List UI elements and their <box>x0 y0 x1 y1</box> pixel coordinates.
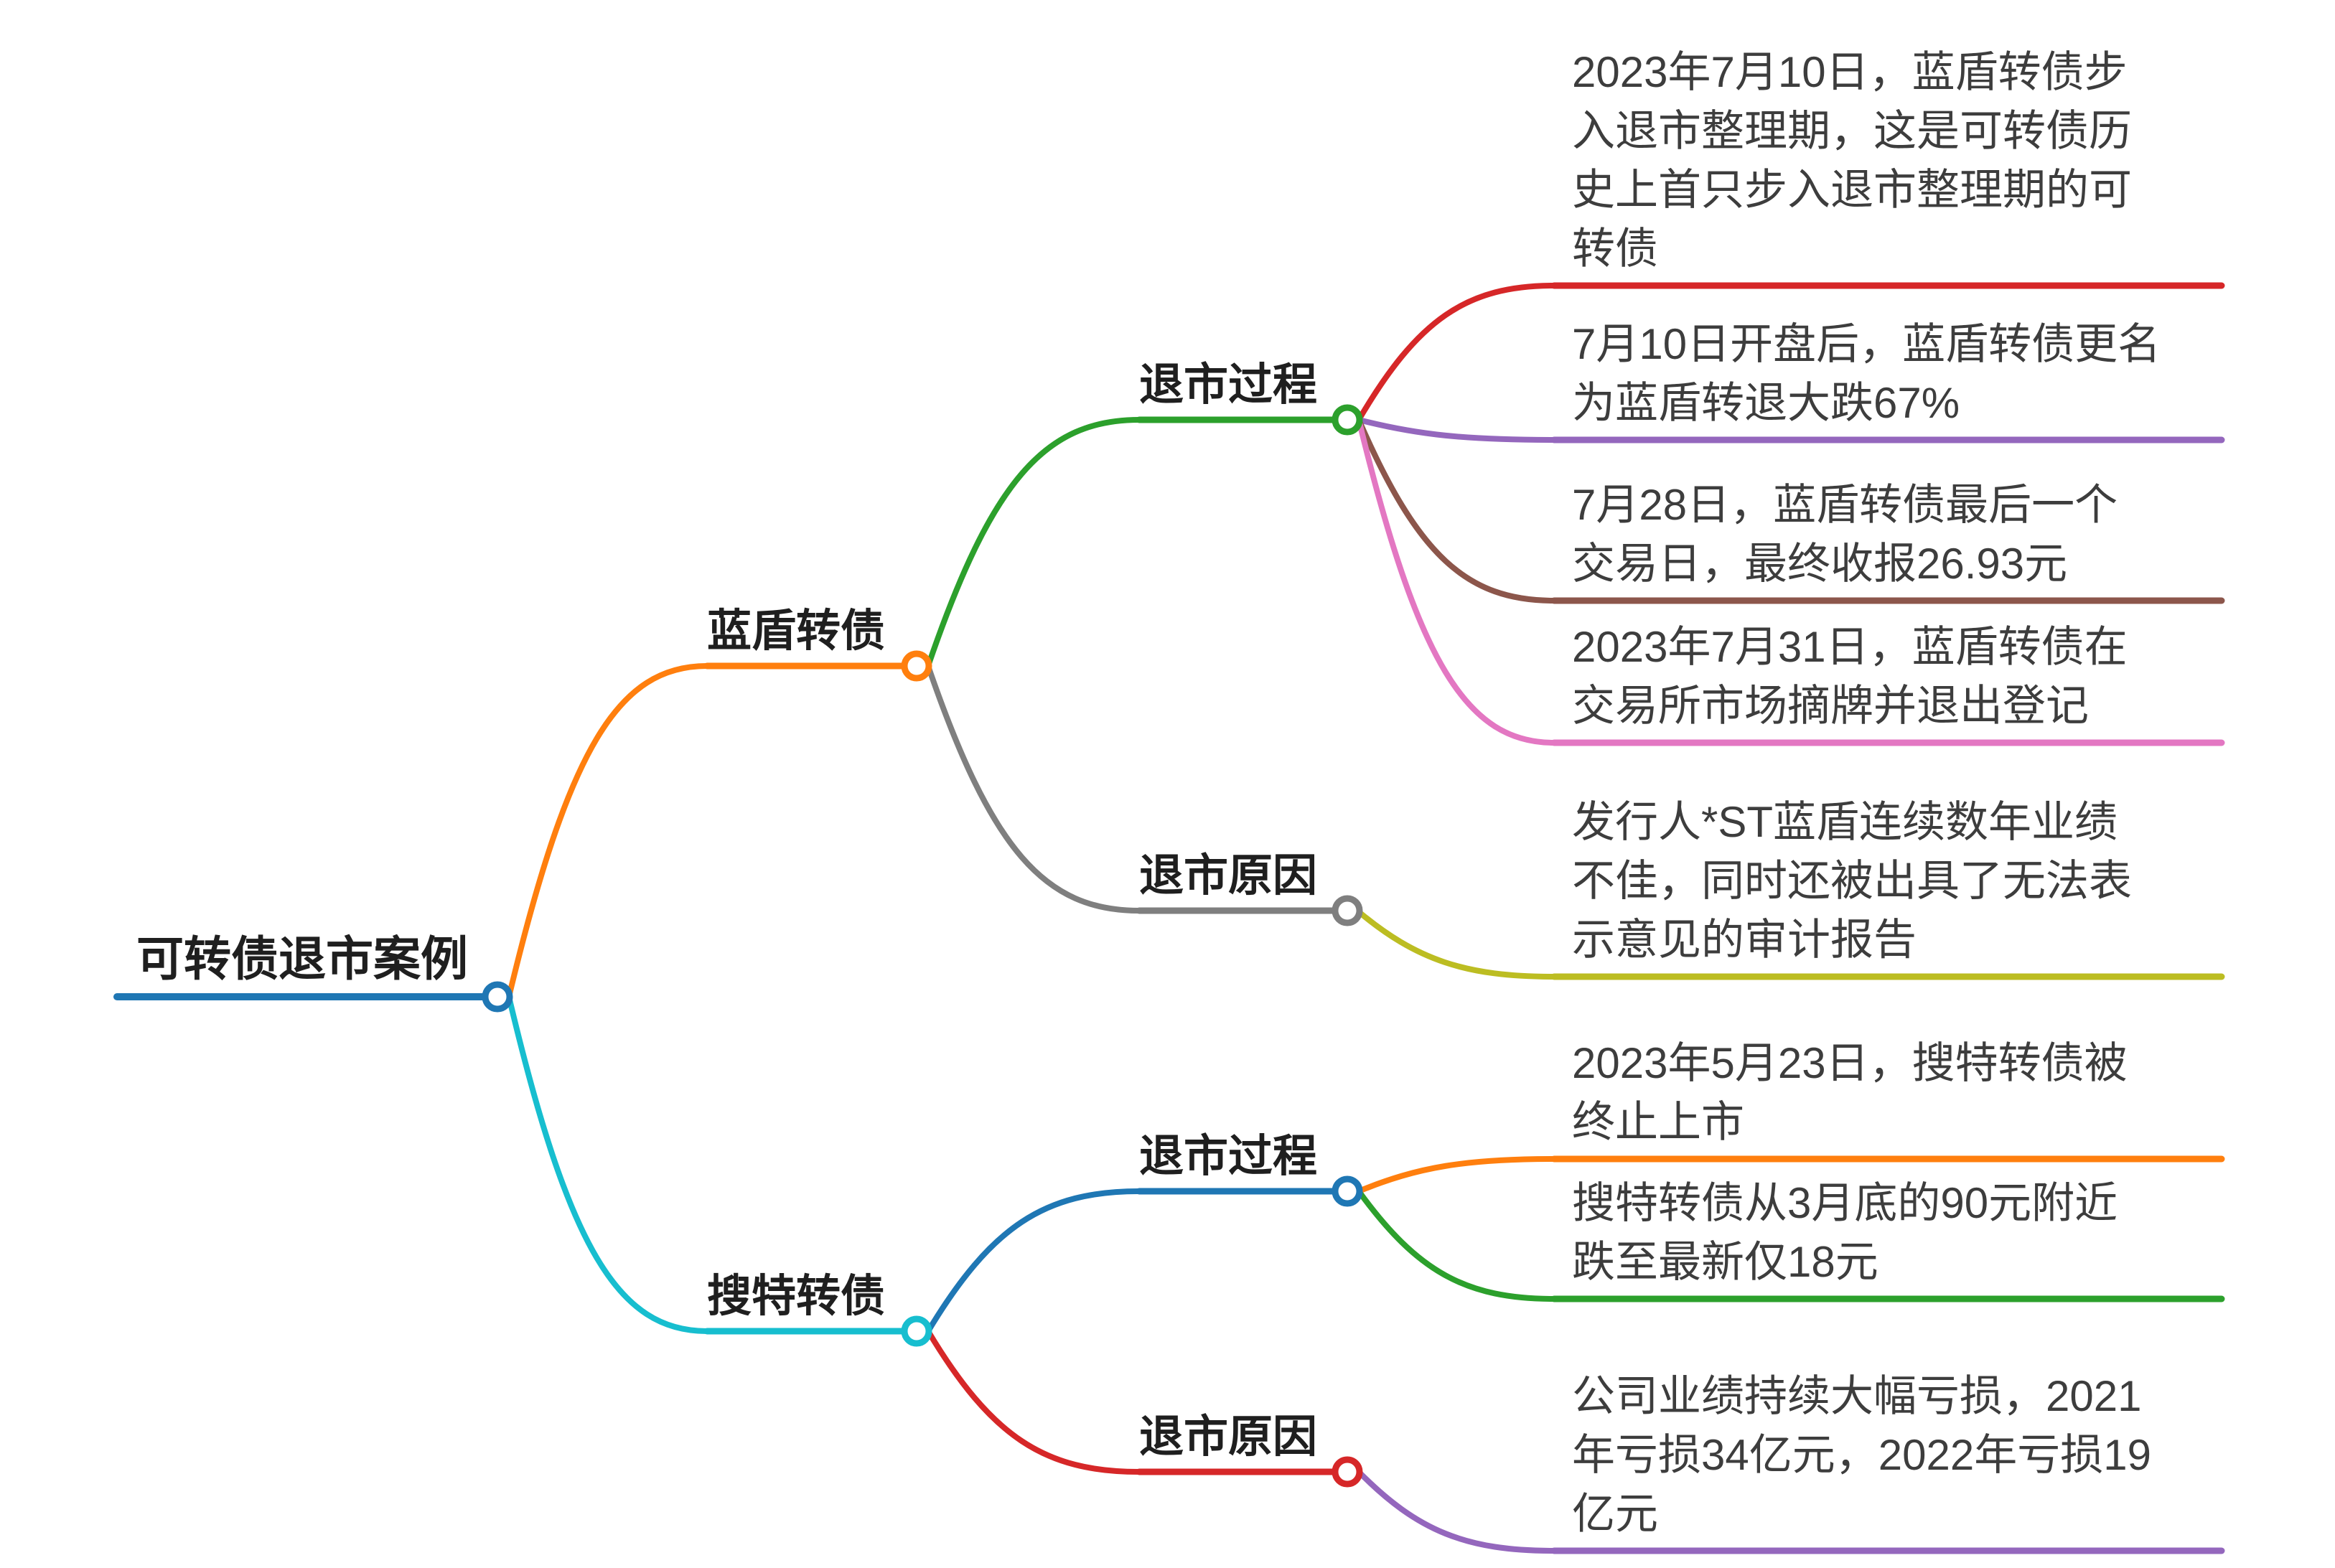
link-landun-process-leaf4 <box>1356 417 1557 746</box>
landun-process-node-circle[interactable] <box>1332 404 1363 436</box>
link-soute-reason-leaf1 <box>1356 1469 1557 1554</box>
node-landun-reason-label[interactable]: 退市原因 <box>1139 851 1318 901</box>
link-landun-process-leaf2 <box>1356 417 1557 443</box>
landun-node-circle[interactable] <box>901 650 932 682</box>
soute-node-circle[interactable] <box>901 1315 932 1347</box>
node-landun-process-label[interactable]: 退市过程 <box>1139 360 1318 410</box>
landun-reason-node-circle[interactable] <box>1332 895 1363 926</box>
link-landun-process <box>925 417 1142 669</box>
link-landun-process-leaf1 <box>1356 283 1557 423</box>
root-node-circle[interactable] <box>482 981 513 1013</box>
leaf-landun-process-4[interactable]: 2023年7月31日，蓝盾转债在 交易所市场摘牌并退出登记 <box>1572 623 2128 730</box>
link-soute-process-leaf1 <box>1356 1156 1557 1194</box>
link-root-soute <box>506 994 710 1334</box>
soute-process-node-circle[interactable] <box>1332 1175 1363 1207</box>
link-soute-process-leaf2 <box>1356 1188 1557 1302</box>
leaf-soute-process-2[interactable]: 搜特转债从3月底的90元附近 跌至最新仅18元 <box>1572 1179 2118 1286</box>
leaf-landun-process-1[interactable]: 2023年7月10日，蓝盾转债步 入退市整理期，这是可转债历 史上首只步入退市整… <box>1572 48 2132 273</box>
node-soute-process-label[interactable]: 退市过程 <box>1139 1132 1318 1181</box>
node-soute-label[interactable]: 搜特转债 <box>707 1272 886 1321</box>
leaf-soute-reason-1[interactable]: 公司业绩持续大幅亏损，2021 年亏损34亿元，2022年亏损19 亿元 <box>1572 1372 2151 1538</box>
leaf-landun-process-2[interactable]: 7月10日开盘后，蓝盾转债更名 为蓝盾转退大跌67% <box>1572 320 2161 427</box>
node-root-label[interactable]: 可转债退市案例 <box>136 932 468 985</box>
leaf-landun-process-3[interactable]: 7月28日，蓝盾转债最后一个 交易日，最终收报26.93元 <box>1572 481 2118 588</box>
link-landun-reason-leaf1 <box>1354 908 1557 980</box>
link-landun-reason <box>925 663 1142 914</box>
leaf-soute-process-1[interactable]: 2023年5月23日，搜特转债被 终止上市 <box>1572 1039 2128 1146</box>
link-soute-reason <box>925 1328 1142 1475</box>
soute-reason-node-circle[interactable] <box>1332 1456 1363 1488</box>
leaf-landun-reason-1[interactable]: 发行人*ST蓝盾连续数年业绩 不佳，同时还被出具了无法表 示意见的审计报告 <box>1572 798 2132 964</box>
link-root-landun <box>506 663 710 1000</box>
node-landun-label[interactable]: 蓝盾转债 <box>707 606 886 656</box>
node-soute-reason-label[interactable]: 退市原因 <box>1139 1412 1318 1462</box>
link-soute-process <box>925 1188 1142 1334</box>
link-landun-process-leaf3 <box>1356 417 1557 604</box>
